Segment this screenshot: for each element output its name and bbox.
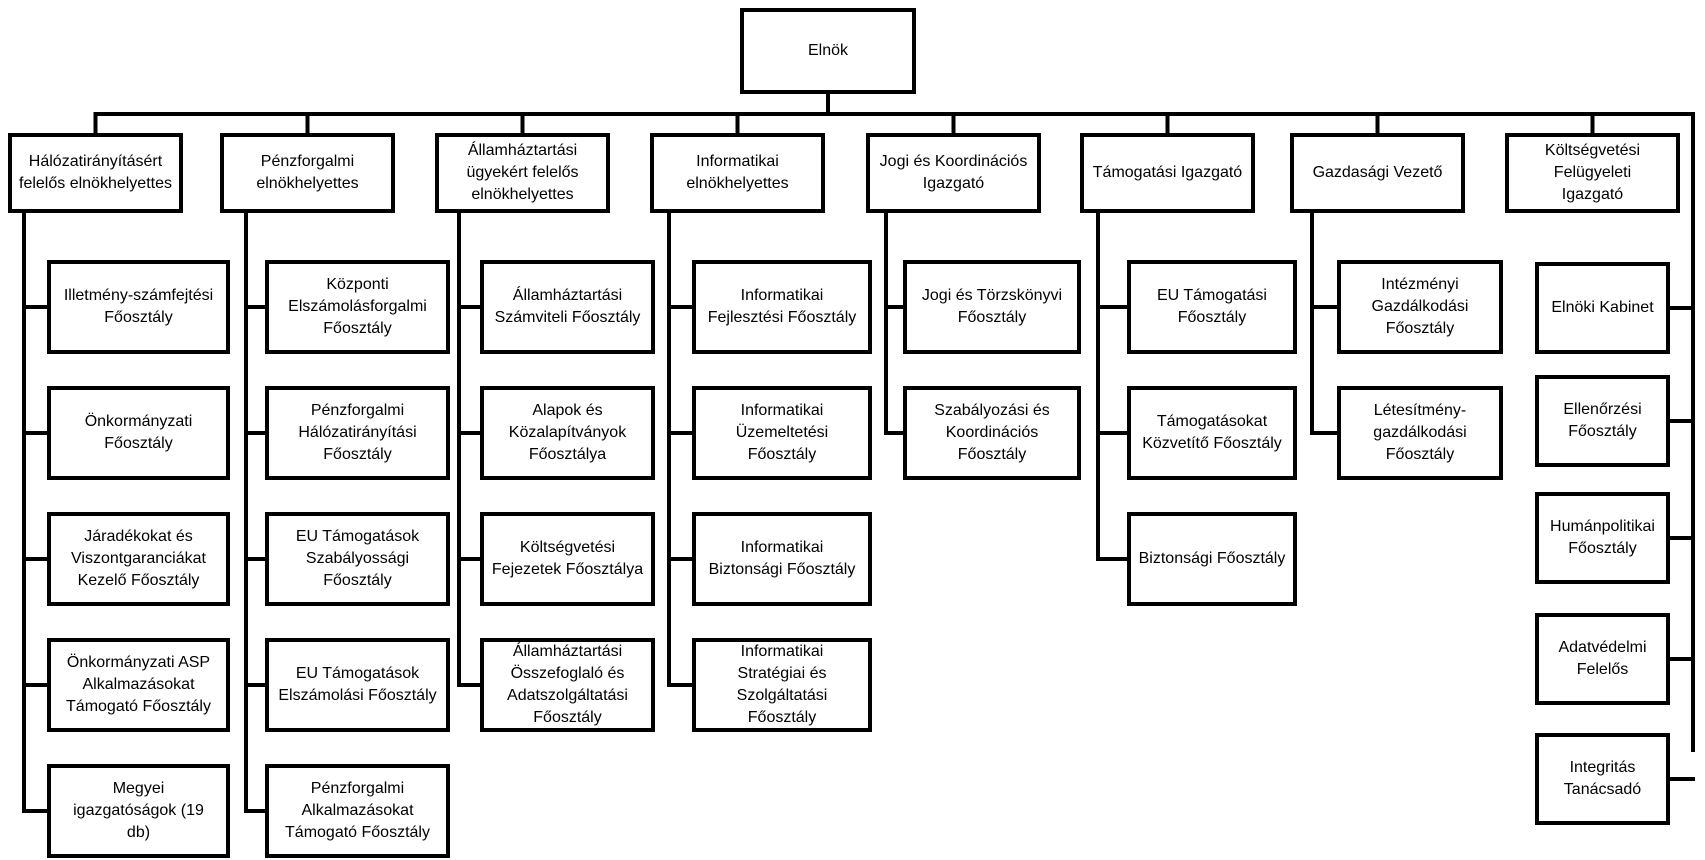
org-box-unit: Megyei igazgatóságok (19 db) <box>47 764 230 858</box>
org-box-label: Informatikai Biztonsági Főosztály <box>708 539 856 578</box>
org-box-label: Ellenőrzési Főosztály <box>1563 401 1642 440</box>
org-box-unit: Támogatásokat Közvetítő Főosztály <box>1127 386 1297 480</box>
org-box-head: Államháztartási ügyekért felelős elnökhe… <box>435 133 610 213</box>
org-box-head: Gazdasági Vezető <box>1290 133 1465 213</box>
org-box-label: Integritás Tanácsadó <box>1563 759 1642 798</box>
org-box-label: Államháztartási Összefoglaló és Adatszol… <box>507 643 628 726</box>
org-box-label: Önkormányzati ASP Alkalmazásokat Támogat… <box>66 654 211 715</box>
org-box-head: Pénzforgalmi elnökhelyettes <box>220 133 395 213</box>
org-box-staff: Elnöki Kabinet <box>1535 262 1670 354</box>
org-box-head: Jogi és Koordinációs Igazgató <box>866 133 1041 213</box>
org-box-label: Létesítmény- gazdálkodási Főosztály <box>1373 402 1467 463</box>
org-box-label: Hálózatirányításért felelős elnökhelyett… <box>19 153 172 192</box>
org-box-unit: EU Támogatások Szabályossági Főosztály <box>265 512 450 606</box>
org-box-unit: Államháztartási Számviteli Főosztály <box>480 260 655 354</box>
org-box-label: Informatikai elnökhelyettes <box>686 153 789 192</box>
org-box-unit: Jogi és Törzskönyvi Főosztály <box>903 260 1081 354</box>
org-box-unit: Pénzforgalmi Alkalmazásokat Támogató Főo… <box>265 764 450 858</box>
org-box-label: Támogatásokat Közvetítő Főosztály <box>1142 413 1282 452</box>
org-box-staff: Integritás Tanácsadó <box>1535 733 1670 825</box>
org-box-staff: Humánpolitikai Főosztály <box>1535 492 1670 584</box>
org-box-staff: Ellenőrzési Főosztály <box>1535 375 1670 467</box>
org-box-label: Pénzforgalmi elnökhelyettes <box>256 153 359 192</box>
org-box-label: Jogi és Koordinációs Igazgató <box>879 153 1028 192</box>
org-box-unit: Létesítmény- gazdálkodási Főosztály <box>1337 386 1503 480</box>
org-box-label: Illetmény-számfejtési Főosztály <box>63 287 214 326</box>
org-box-unit: Informatikai Üzemeltetési Főosztály <box>692 386 872 480</box>
org-box-unit: Informatikai Fejlesztési Főosztály <box>692 260 872 354</box>
org-box-unit: Alapok és Közalapítványok Főosztálya <box>480 386 655 480</box>
org-box-staff: Adatvédelmi Felelős <box>1535 613 1670 705</box>
org-box-root: Elnök <box>740 8 916 94</box>
org-box-unit: Önkormányzati Főosztály <box>47 386 230 480</box>
org-box-unit: Intézményi Gazdálkodási Főosztály <box>1337 260 1503 354</box>
org-box-label: Elnöki Kabinet <box>1551 299 1654 316</box>
org-box-label: Szabályozási és Koordinációs Főosztály <box>934 402 1050 463</box>
org-box-unit: Pénzforgalmi Hálózatirányítási Főosztály <box>265 386 450 480</box>
org-box-head: Informatikai elnökhelyettes <box>650 133 825 213</box>
org-box-label: EU Támogatási Főosztály <box>1157 287 1267 326</box>
org-box-unit: Illetmény-számfejtési Főosztály <box>47 260 230 354</box>
org-box-head: Hálózatirányításért felelős elnökhelyett… <box>8 133 183 213</box>
org-box-label: Pénzforgalmi Alkalmazásokat Támogató Főo… <box>285 780 430 841</box>
org-box-unit: Járadékokat és Viszontgaranciákat Kezelő… <box>47 512 230 606</box>
org-box-label: Megyei igazgatóságok (19 db) <box>73 780 204 841</box>
org-box-label: Önkormányzati Főosztály <box>84 413 193 452</box>
org-box-head: Költségvetési Felügyeleti Igazgató <box>1505 133 1680 213</box>
org-box-label: Elnök <box>807 42 849 59</box>
org-box-unit: Költségvetési Fejezetek Főosztálya <box>480 512 655 606</box>
org-box-label: Államháztartási ügyekért felelős elnökhe… <box>466 142 579 203</box>
org-box-label: Gazdasági Vezető <box>1312 164 1443 181</box>
org-box-label: Informatikai Fejlesztési Főosztály <box>707 287 857 326</box>
org-box-label: Pénzforgalmi Hálózatirányítási Főosztály <box>298 402 417 463</box>
org-box-unit: EU Támogatások Elszámolási Főosztály <box>265 638 450 732</box>
org-box-unit: Központi Elszámolásforgalmi Főosztály <box>265 260 450 354</box>
org-box-label: Jogi és Törzskönyvi Főosztály <box>921 287 1063 326</box>
org-box-label: EU Támogatások Szabályossági Főosztály <box>295 528 420 589</box>
org-box-label: Biztonsági Főosztály <box>1138 550 1286 567</box>
org-box-label: Központi Elszámolásforgalmi Főosztály <box>288 276 427 337</box>
org-box-label: Költségvetési Fejezetek Főosztálya <box>491 539 644 578</box>
org-box-unit: Szabályozási és Koordinációs Főosztály <box>903 386 1081 480</box>
org-box-unit: Államháztartási Összefoglaló és Adatszol… <box>480 638 655 732</box>
org-box-label: Humánpolitikai Főosztály <box>1550 518 1655 557</box>
org-box-unit: Informatikai Biztonsági Főosztály <box>692 512 872 606</box>
org-box-label: Járadékokat és Viszontgaranciákat Kezelő… <box>71 528 206 589</box>
org-box-label: Informatikai Üzemeltetési Főosztály <box>735 402 829 463</box>
org-box-label: Informatikai Stratégiai és Szolgáltatási… <box>736 643 828 726</box>
org-box-label: EU Támogatások Elszámolási Főosztály <box>278 665 437 704</box>
org-box-unit: Biztonsági Főosztály <box>1127 512 1297 606</box>
org-box-unit: Önkormányzati ASP Alkalmazásokat Támogat… <box>47 638 230 732</box>
org-box-label: Támogatási Igazgató <box>1092 164 1243 181</box>
org-box-unit: EU Támogatási Főosztály <box>1127 260 1297 354</box>
org-box-head: Támogatási Igazgató <box>1080 133 1255 213</box>
org-box-label: Alapok és Közalapítványok Főosztálya <box>508 402 627 463</box>
org-box-label: Államháztartási Számviteli Főosztály <box>494 287 641 326</box>
org-box-label: Költségvetési Felügyeleti Igazgató <box>1544 142 1641 203</box>
org-box-label: Intézményi Gazdálkodási Főosztály <box>1371 276 1469 337</box>
org-box-label: Adatvédelmi Felelős <box>1558 639 1647 678</box>
org-box-unit: Informatikai Stratégiai és Szolgáltatási… <box>692 638 872 732</box>
